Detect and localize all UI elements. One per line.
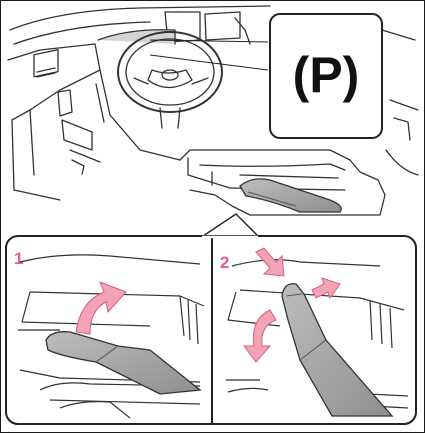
parking-brake-icon: (P) — [293, 47, 360, 103]
detail-pointer — [200, 214, 260, 238]
parking-brake-lever-top — [240, 179, 341, 212]
step-1-number: 1 — [14, 249, 23, 268]
step-2-number: 2 — [220, 253, 229, 272]
